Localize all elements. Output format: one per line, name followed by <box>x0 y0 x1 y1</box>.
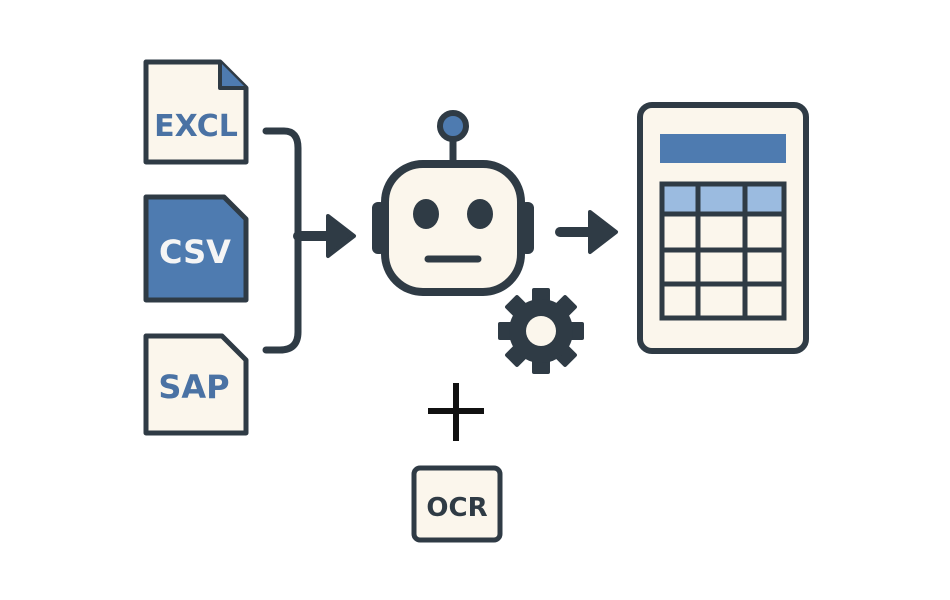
arrow-right-icon <box>555 210 618 254</box>
file-label-sap: SAP <box>158 368 229 406</box>
gear-icon <box>498 288 584 374</box>
robot-icon <box>372 110 534 296</box>
plus-icon <box>428 383 484 441</box>
ocr-label: OCR <box>426 493 487 523</box>
spreadsheet-icon <box>637 102 809 354</box>
file-card-csv: CSV <box>143 194 249 303</box>
file-card-sap: SAP <box>143 333 249 436</box>
ocr-box: OCR <box>411 465 503 543</box>
file-label-csv: CSV <box>159 233 231 271</box>
file-label-excl: EXCL <box>154 109 238 144</box>
file-card-excl: EXCL <box>143 59 249 165</box>
arrow-right-icon <box>293 214 356 258</box>
input-bracket <box>262 127 302 354</box>
